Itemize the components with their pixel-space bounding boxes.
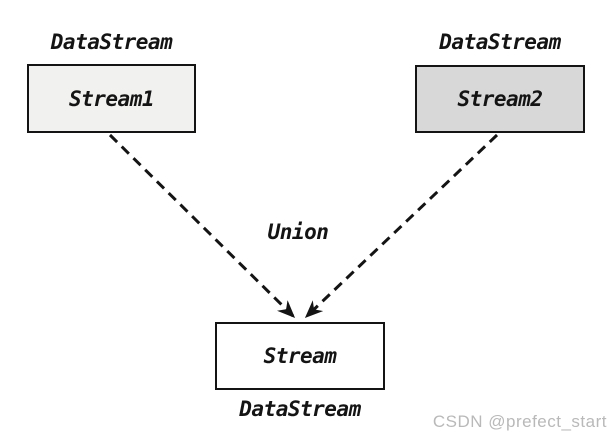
union-edge-label: Union	[267, 220, 329, 244]
node-stream: Stream	[215, 322, 385, 390]
stream1-type-label: DataStream	[50, 30, 173, 54]
node-stream1-label: Stream1	[68, 86, 155, 111]
node-stream2-label: Stream2	[457, 87, 543, 111]
node-stream2: Stream2	[415, 65, 585, 133]
node-stream-label: Stream	[263, 344, 337, 368]
node-stream1: Stream1	[27, 64, 196, 133]
stream-type-label: DataStream	[239, 397, 361, 421]
csdn-watermark: CSDN @prefect_start	[432, 412, 607, 431]
stream2-type-label: DataStream	[439, 30, 561, 54]
